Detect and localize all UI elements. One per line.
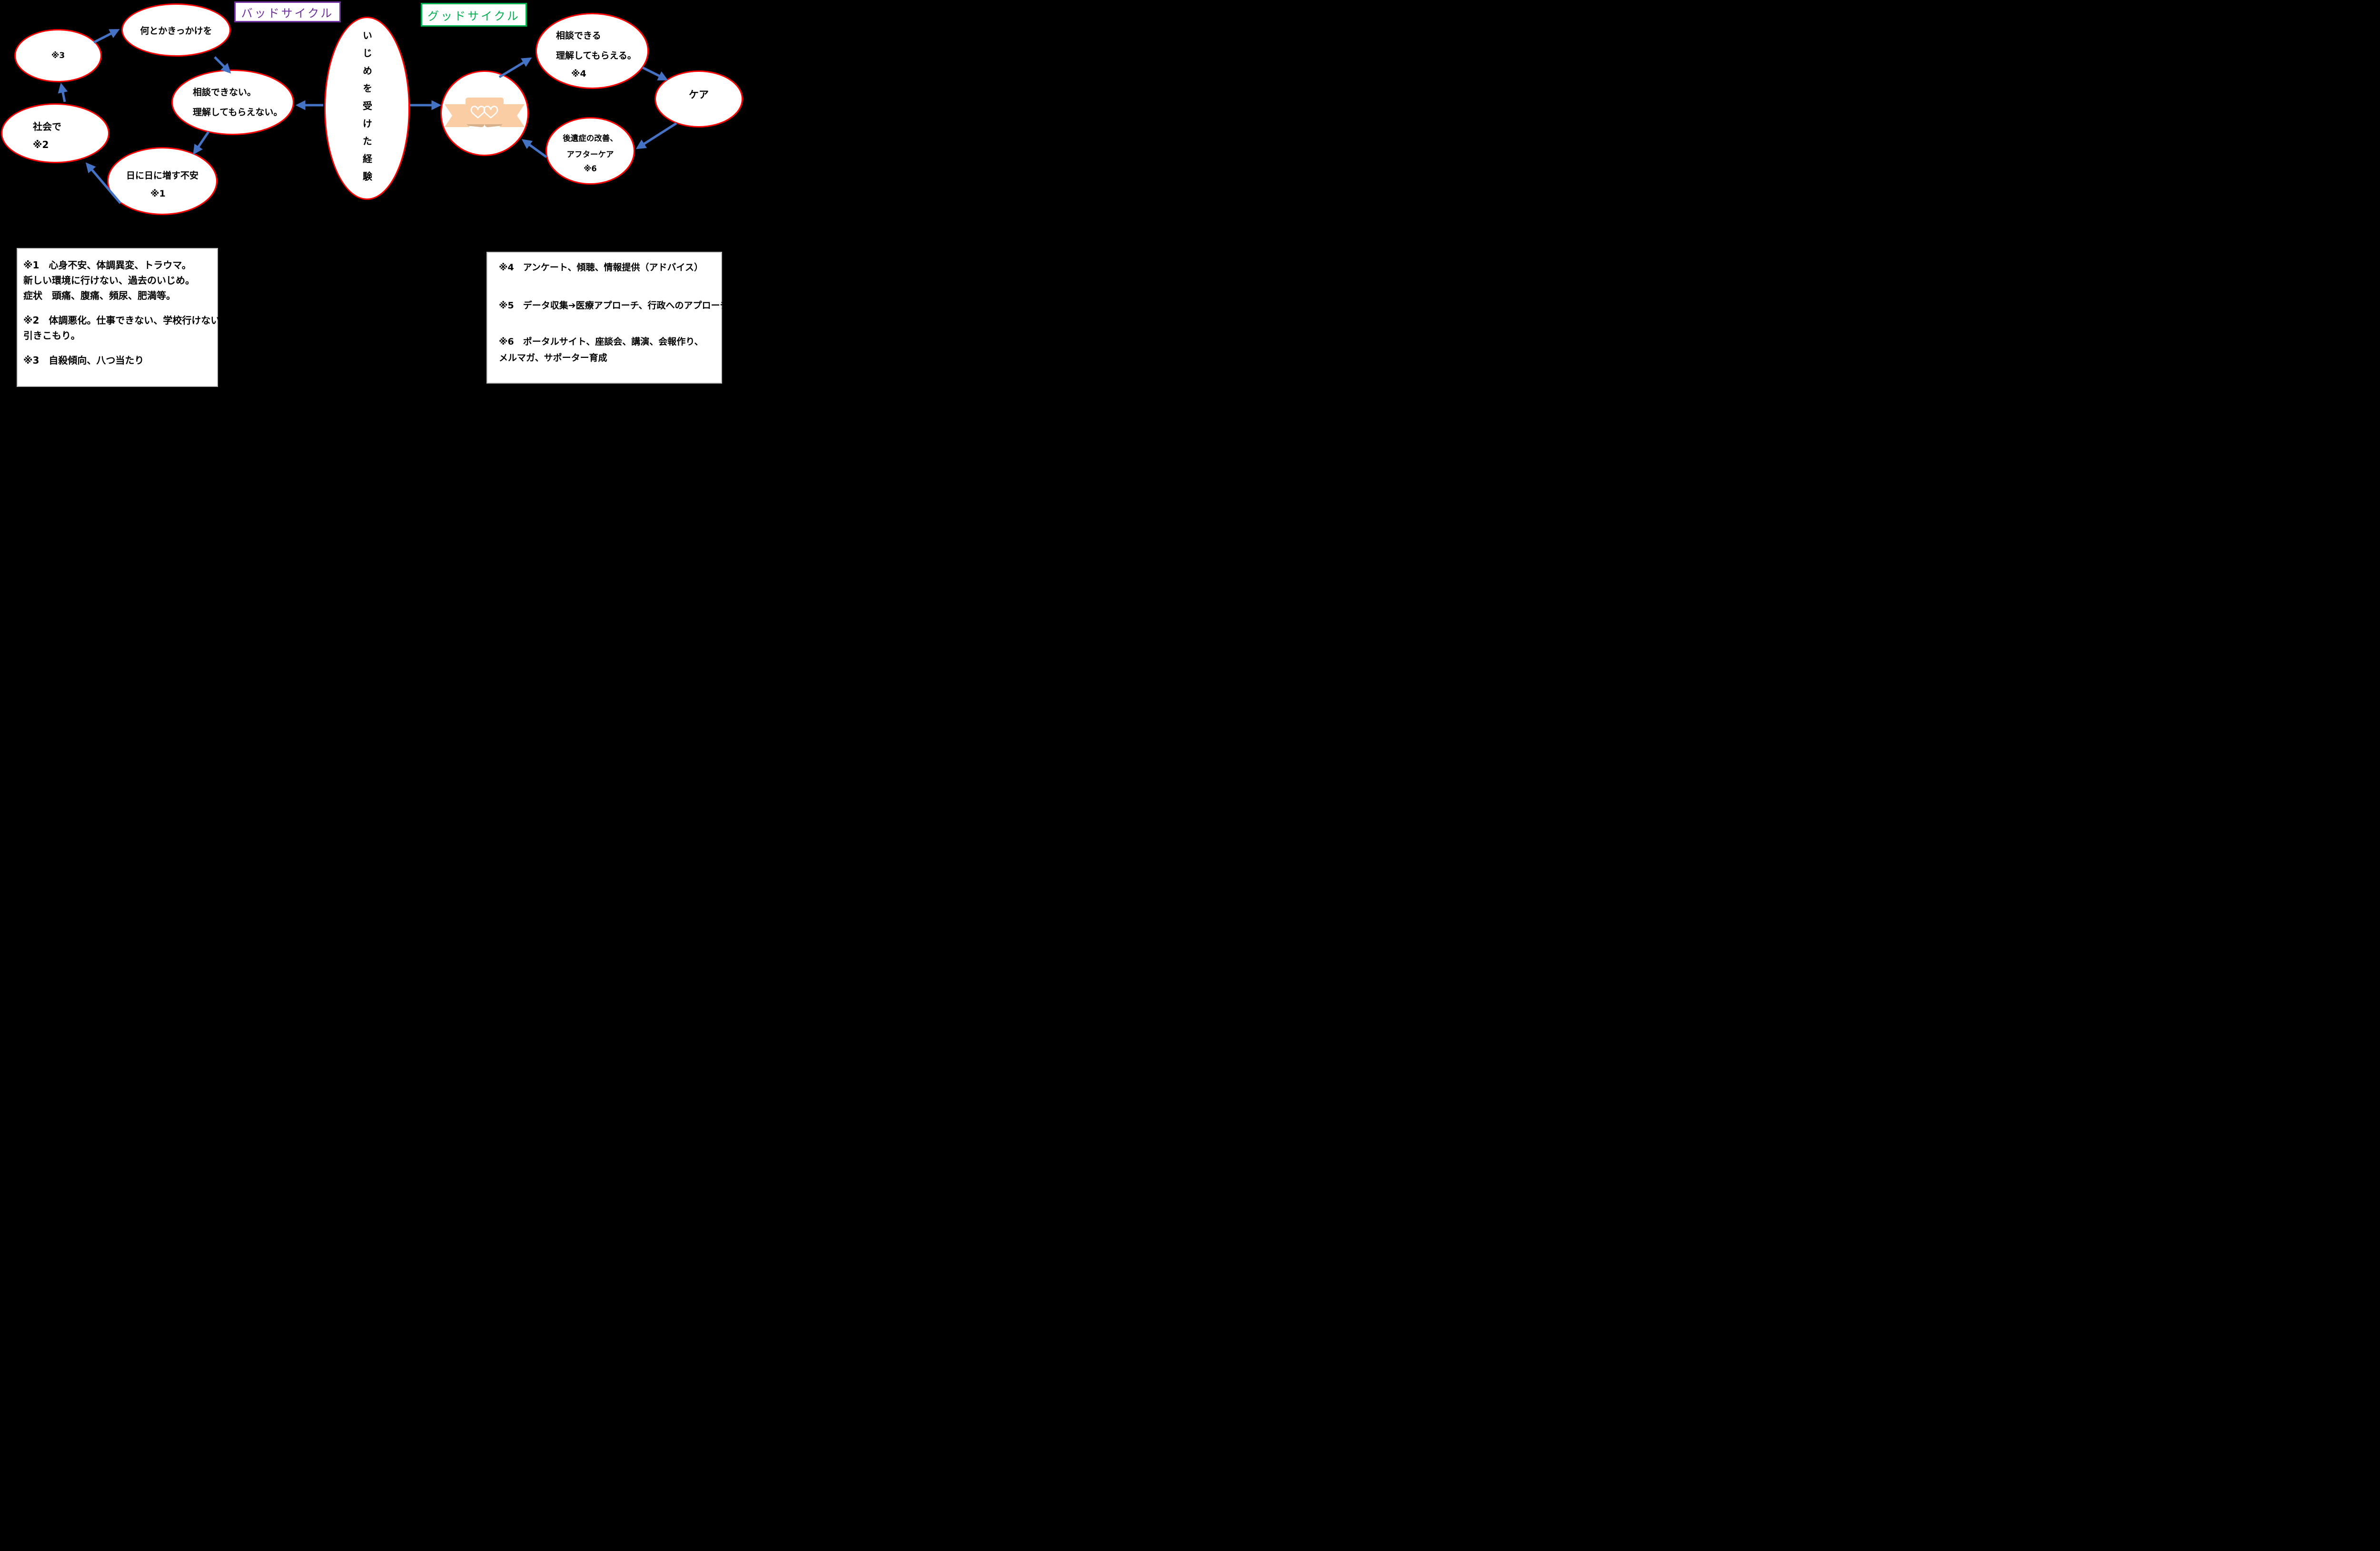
note-line-8: ※5 データ収集➔医療アプローチ、行政へのアプローチ。 bbox=[499, 300, 738, 311]
node-care: ケア bbox=[654, 70, 743, 128]
diagram-canvas: バッドサイクル グッドサイクル ※3 何とかきっかけを 相談できない。 理解して… bbox=[0, 0, 744, 388]
note-line-1: ※1 心身不安、体調異変、トラウマ。 bbox=[23, 259, 191, 271]
note-line-4: ※2 体調悪化。仕事できない、学校行けない、 bbox=[23, 315, 230, 326]
note-line-7: ※4 アンケート、傾聴、情報提供（アドバイス） bbox=[499, 262, 703, 273]
growing-anxiety-line2: ※1 bbox=[150, 188, 166, 199]
node-trigger-label: 何とかきっかけを bbox=[140, 26, 212, 36]
arrow-aftercare-to-hub bbox=[521, 139, 547, 158]
note-line-3: 症状 頭痛、腹痛、頻尿、肥満等。 bbox=[23, 290, 176, 301]
node-bullying-experience: いじめを受けた経験 bbox=[324, 17, 410, 200]
aftercare-line3: ※6 bbox=[584, 164, 597, 173]
good-cycle-text: グッドサイクル bbox=[427, 9, 520, 23]
cannot-consult-line1: 相談できない。 bbox=[193, 87, 257, 98]
can-consult-line1: 相談できる bbox=[556, 30, 601, 41]
arrow-canconsult-to-care bbox=[642, 66, 668, 80]
care-label: ケア bbox=[689, 89, 709, 100]
node-society: 社会で ※2 bbox=[1, 103, 109, 163]
node-can-consult: 相談できる 理解してもらえる。 ※4 bbox=[536, 13, 649, 89]
note-line-6: ※3 自殺傾向、八つ当たり bbox=[23, 355, 144, 366]
bad-cycle-text: バッドサイクル bbox=[241, 6, 334, 20]
society-line2: ※2 bbox=[33, 139, 49, 150]
label-bad-cycle: バッドサイクル bbox=[234, 1, 341, 22]
node-cannot-consult: 相談できない。 理解してもらえない。 bbox=[171, 69, 294, 135]
bullying-experience-label: いじめを受けた経験 bbox=[361, 30, 373, 189]
aftercare-line2: アフターケア bbox=[566, 150, 614, 159]
can-consult-line2: 理解してもらえる。 bbox=[556, 50, 636, 61]
note-line-5: 引きこもり。 bbox=[23, 330, 80, 341]
node-note3-label: ※3 bbox=[51, 51, 65, 60]
note-line-9: ※6 ポータルサイト、座談会、講演、会報作り、 bbox=[499, 336, 704, 347]
label-good-cycle: グッドサイクル bbox=[421, 3, 527, 27]
arrow-cannotconsult-to-anxiety bbox=[193, 131, 210, 155]
can-consult-line3: ※4 bbox=[571, 69, 586, 79]
arrow-society-to-note3 bbox=[58, 82, 68, 102]
aftercare-line1: 後遺症の改善、 bbox=[563, 134, 618, 143]
notes-box-right: ※4 アンケート、傾聴、情報提供（アドバイス） ※5 データ収集➔医療アプローチ… bbox=[486, 252, 738, 384]
society-line1: 社会で bbox=[33, 121, 61, 132]
note-line-2: 新しい環境に行けない、過去のいじめ。 bbox=[23, 275, 195, 286]
node-trigger: 何とかきっかけを bbox=[121, 3, 231, 57]
notes-box-left: ※1 心身不安、体調異変、トラウマ。 新しい環境に行けない、過去のいじめ。 症状… bbox=[17, 248, 230, 387]
ribbon-hearts-icon bbox=[445, 98, 525, 128]
arrow-note3-to-trigger bbox=[93, 29, 120, 44]
node-aftercare: 後遺症の改善、 アフターケア ※6 bbox=[545, 117, 635, 185]
note-line-10: メルマガ、サポーター育成 bbox=[499, 353, 607, 363]
node-support-hub bbox=[440, 70, 529, 156]
node-note3: ※3 bbox=[14, 29, 102, 82]
node-growing-anxiety: 日に日に増す不安 ※1 bbox=[107, 147, 218, 215]
arrow-care-to-aftercare bbox=[635, 122, 677, 149]
growing-anxiety-line1: 日に日に増す不安 bbox=[126, 170, 198, 181]
cannot-consult-line2: 理解してもらえない。 bbox=[193, 107, 283, 118]
